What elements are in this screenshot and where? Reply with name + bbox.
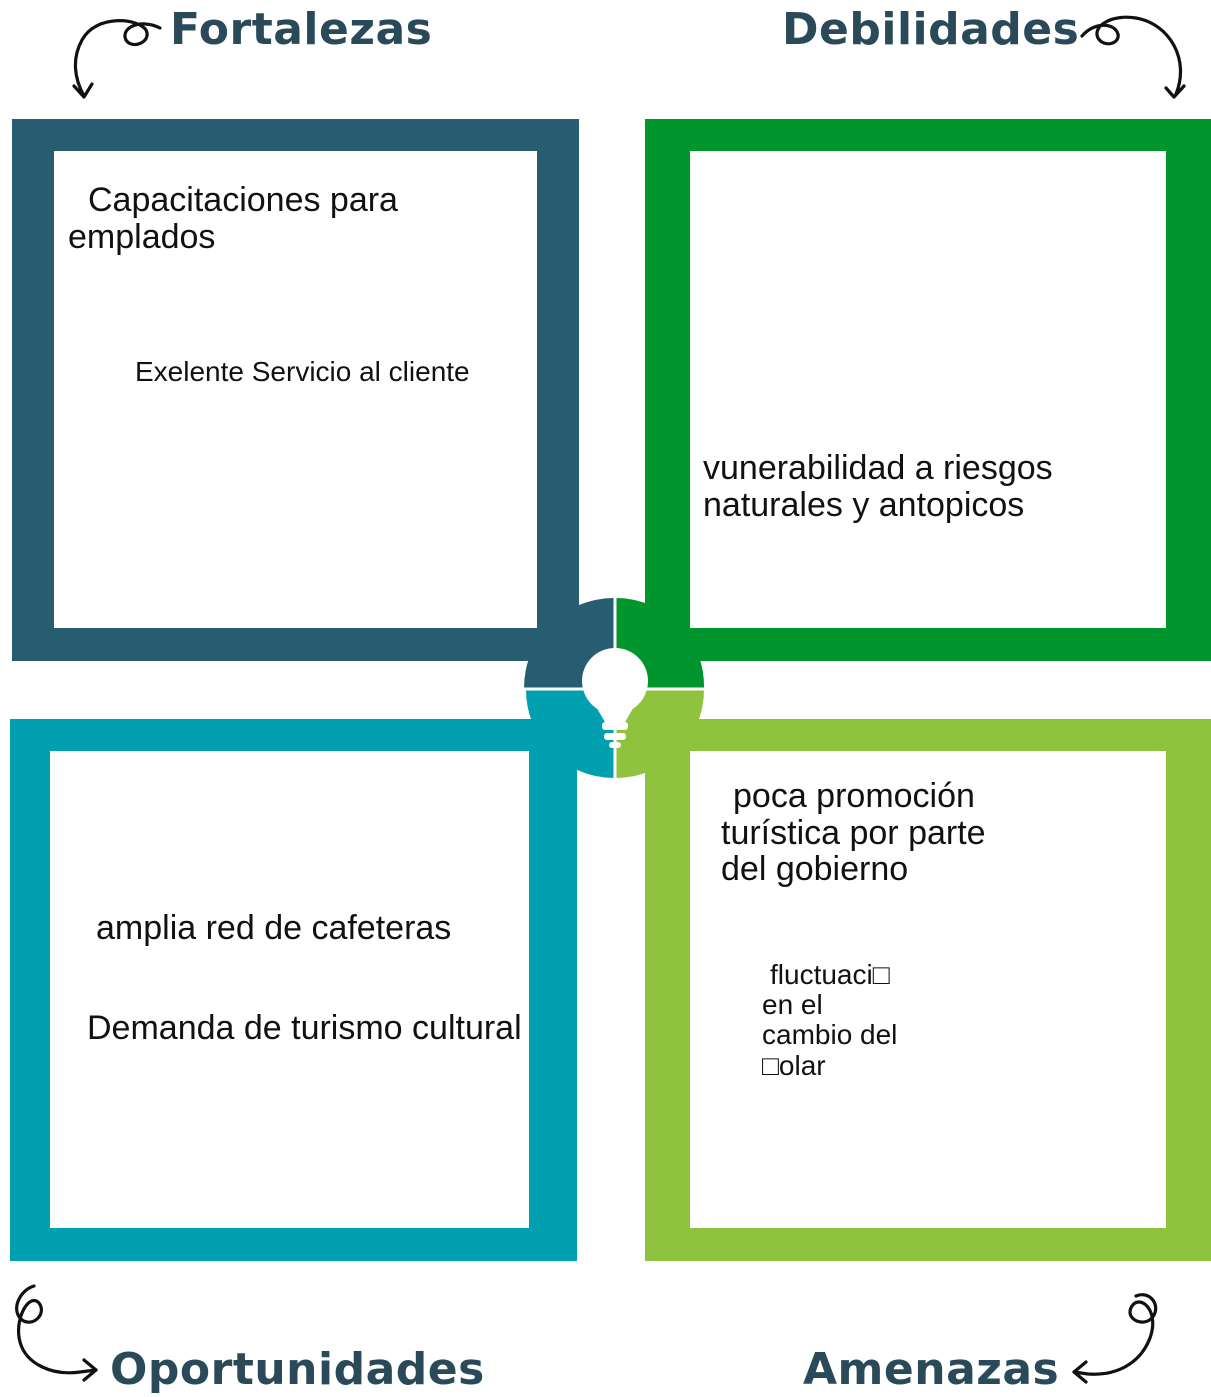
amenazas-item-line: cambio del <box>762 1019 898 1051</box>
debilidades-item-line: naturales y antopicos <box>703 485 1025 524</box>
amenazas-item-line: □olar <box>762 1049 826 1081</box>
oportunidades-item: Demanda de turismo cultural <box>87 1009 522 1047</box>
amenazas-item-line: turística por parte <box>721 813 986 852</box>
curly-arrow-icon <box>1072 1293 1158 1376</box>
debilidades-item-line: vunerabilidad a riesgos <box>703 449 1053 487</box>
heading-amenazas: Amenazas <box>803 1344 1060 1395</box>
amenazas-item: poca promoción turística por parte del g… <box>721 778 986 888</box>
fortalezas-item-line: emplados <box>68 217 216 256</box>
amenazas-item-line: del gobierno <box>721 850 909 889</box>
fortalezas-item: Exelente Servicio al cliente <box>135 356 470 387</box>
amenazas-item-line: en el <box>762 989 823 1021</box>
amenazas-frame <box>645 719 1211 1261</box>
heading-debilidades: Debilidades <box>782 4 1080 55</box>
amenazas-item-line: fluctuaci□ <box>770 959 890 990</box>
lightbulb-icon <box>582 648 648 748</box>
oportunidades-frame <box>10 719 577 1261</box>
curly-arrow-icon <box>15 1284 98 1375</box>
fortalezas-item: Capacitaciones para emplados <box>68 182 398 255</box>
heading-oportunidades: Oportunidades <box>110 1344 485 1395</box>
debilidades-item: vunerabilidad a riesgos naturales y anto… <box>703 450 1053 523</box>
fortalezas-item-line: Capacitaciones para <box>88 181 398 219</box>
amenazas-item-line: poca promoción <box>733 777 975 815</box>
heading-fortalezas: Fortalezas <box>170 4 433 55</box>
debilidades-frame <box>645 119 1211 661</box>
fortalezas-frame <box>12 119 579 661</box>
curly-arrow-icon <box>1080 15 1182 96</box>
oportunidades-item: amplia red de cafeteras <box>96 909 452 947</box>
amenazas-item: fluctuaci□ en el cambio del □olar <box>762 959 898 1081</box>
curly-arrow-icon <box>73 19 162 98</box>
